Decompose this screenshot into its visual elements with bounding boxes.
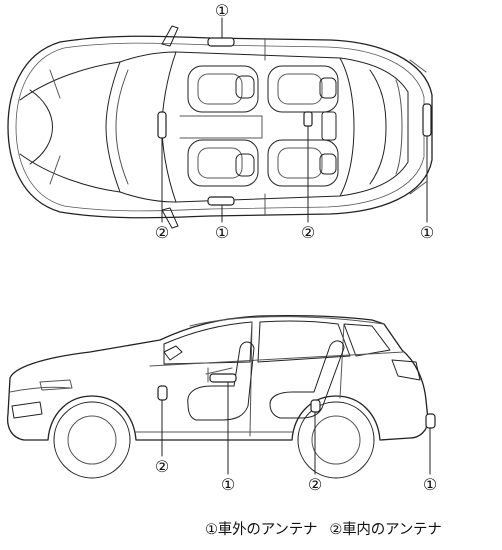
- car-side-view: [6, 314, 429, 479]
- callout-side-exterior-bumper: ①: [423, 475, 437, 494]
- legend-interior-antenna: ②車内のアンテナ: [329, 522, 442, 538]
- antenna-exterior-top-bottom: [207, 196, 235, 206]
- antenna-exterior-top-left: [207, 37, 235, 47]
- callout-top-exterior-roof: ①: [215, 1, 229, 20]
- antenna-interior-top-front: [157, 111, 167, 139]
- callout-top-exterior-side: ①: [215, 223, 229, 242]
- diagram-legend: ①車外のアンテナ ②車内のアンテナ: [205, 518, 500, 539]
- antenna-exterior-top-rear: [422, 103, 432, 137]
- callout-top-interior-rear: ②: [301, 223, 315, 242]
- callout-side-interior-door: ②: [155, 457, 169, 476]
- callout-top-exterior-rear: ①: [420, 223, 434, 242]
- antenna-interior-side-rear: [310, 399, 321, 413]
- callout-side-exterior-center: ①: [221, 475, 235, 494]
- antenna-interior-side-door: [157, 385, 168, 401]
- antenna-interior-top-rear: [303, 111, 313, 127]
- legend-exterior-antenna: ①車外のアンテナ: [205, 522, 318, 538]
- antenna-exterior-side-center: [209, 373, 237, 383]
- callout-top-interior-front: ②: [155, 223, 169, 242]
- callout-side-interior-rear: ②: [308, 475, 322, 494]
- antenna-exterior-side-bumper: [425, 413, 436, 429]
